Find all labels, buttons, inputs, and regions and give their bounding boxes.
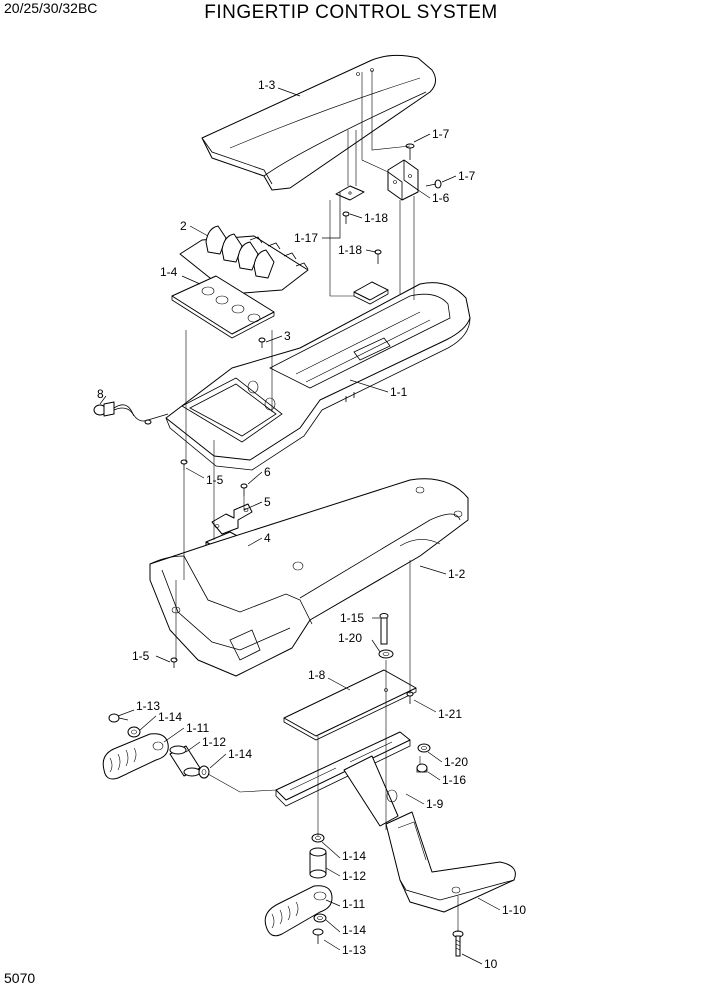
part-upper-console xyxy=(165,282,471,471)
leader-lines xyxy=(99,87,501,965)
callout-5: 5 xyxy=(264,495,271,509)
callout-1-18-a: 1-18 xyxy=(364,211,388,225)
callout-1-9: 1-9 xyxy=(426,797,444,811)
callout-1-14-b: 1-14 xyxy=(228,747,252,761)
part-bracket xyxy=(387,159,419,201)
model-number: 20/25/30/32BC xyxy=(4,0,98,16)
callout-10: 10 xyxy=(484,957,498,971)
callout-1-3: 1-3 xyxy=(258,78,276,92)
callout-1-11-b: 1-11 xyxy=(342,897,365,911)
callout-1-17: 1-17 xyxy=(294,231,318,245)
part-washer-1-20-upper xyxy=(378,649,394,659)
callout-1-1: 1-1 xyxy=(390,385,408,399)
part-bolt-10 xyxy=(452,930,464,957)
part-cover-plate xyxy=(171,275,275,339)
part-sleeve-1-12-upper xyxy=(169,745,201,777)
callout-1-12-a: 1-12 xyxy=(202,735,226,749)
diagram-title: FINGERTIP CONTROL SYSTEM xyxy=(204,2,498,23)
callout-2: 2 xyxy=(180,219,187,233)
callout-1-12-b: 1-12 xyxy=(342,869,366,883)
callout-1-13-b: 1-13 xyxy=(342,943,366,957)
part-lower-bracket xyxy=(385,811,516,913)
callout-8: 8 xyxy=(97,387,104,401)
part-slotted-bracket xyxy=(275,731,411,827)
part-switch-with-wire xyxy=(93,401,169,425)
callout-1-14-a: 1-14 xyxy=(158,710,182,724)
part-lower-console xyxy=(149,478,469,677)
callout-1-8: 1-8 xyxy=(308,668,326,682)
part-mounting-plate-lower xyxy=(353,281,389,305)
page-number: 5070 xyxy=(4,970,36,986)
callout-1-20-a: 1-20 xyxy=(338,631,362,645)
part-screw-6 xyxy=(240,483,248,496)
part-screw-1-13-lower xyxy=(312,928,324,944)
callout-1-5-a: 1-5 xyxy=(206,473,224,487)
part-screw-1-7-side xyxy=(425,179,442,189)
callout-1-5-b: 1-5 xyxy=(132,649,150,663)
callout-1-21: 1-21 xyxy=(438,707,462,721)
callout-1-10: 1-10 xyxy=(502,903,526,917)
part-screw-1-5-upper xyxy=(180,459,188,470)
callout-6: 6 xyxy=(264,465,271,479)
part-screw-1-5-lower xyxy=(170,657,178,668)
part-screw-1-13-upper xyxy=(108,713,129,723)
part-washer-1-14-lower-a xyxy=(311,833,325,843)
part-bolt-1-15 xyxy=(379,613,389,645)
callout-1-11-a: 1-11 xyxy=(186,721,209,735)
part-lever-handle-lower xyxy=(264,885,333,937)
callout-1-18-b: 1-18 xyxy=(338,243,362,257)
callout-3: 3 xyxy=(284,329,291,343)
callout-4: 4 xyxy=(264,531,271,545)
callout-1-15: 1-15 xyxy=(340,611,364,625)
part-sleeve-1-12-lower xyxy=(309,847,327,879)
part-washer-1-20-lower xyxy=(417,743,431,753)
part-screw-3 xyxy=(258,337,266,348)
part-clamp-5 xyxy=(211,503,253,535)
part-lever-handle-upper xyxy=(102,733,169,780)
callout-1-2: 1-2 xyxy=(448,567,466,581)
part-plate-1-8 xyxy=(283,669,417,741)
callout-1-6: 1-6 xyxy=(432,191,450,205)
part-mounting-plate-upper xyxy=(335,185,365,201)
callout-1-16: 1-16 xyxy=(442,773,466,787)
callout-1-14-d: 1-14 xyxy=(342,923,366,937)
part-washer-1-14-lower-b xyxy=(313,913,327,923)
callout-1-7-a: 1-7 xyxy=(432,127,450,141)
callout-1-20-b: 1-20 xyxy=(444,755,468,769)
callout-1-13-a: 1-13 xyxy=(136,699,160,713)
callout-1-14-c: 1-14 xyxy=(342,849,366,863)
callout-labels: 1-3 1-7 1-7 1-6 1-18 1-17 1-18 2 1-4 3 8… xyxy=(97,78,526,971)
assembly-lines xyxy=(175,70,459,932)
part-washer-1-14-upper xyxy=(127,726,141,738)
callout-1-7-b: 1-7 xyxy=(458,169,476,183)
part-screw-1-18-upper xyxy=(342,211,350,224)
part-nut-1-16 xyxy=(416,763,428,773)
callout-1-4: 1-4 xyxy=(160,265,178,279)
part-washer-1-14-mid xyxy=(198,765,210,779)
